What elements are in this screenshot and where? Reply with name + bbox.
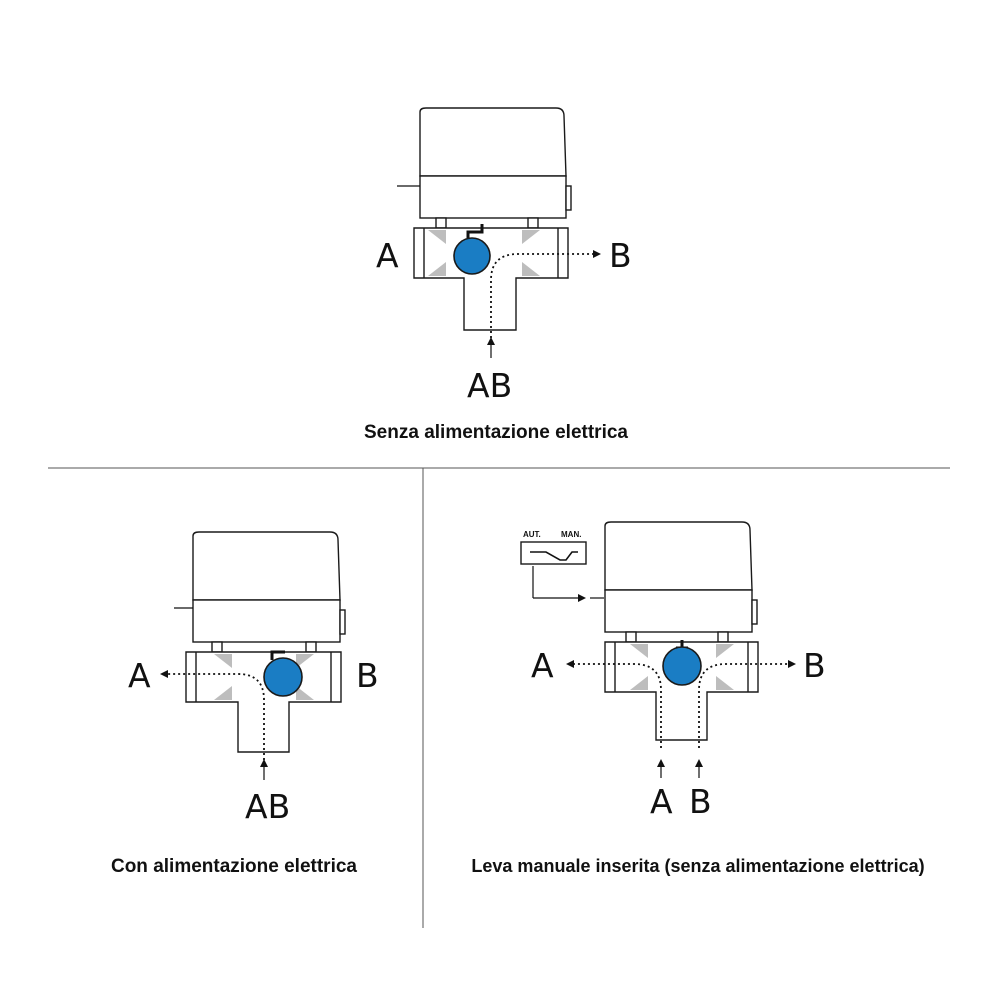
valve-bottom-right: AUT. MAN.: [471, 521, 925, 876]
port-label-ab: AB: [467, 366, 512, 405]
seat: [214, 654, 232, 668]
port-label-b: B: [803, 646, 826, 685]
seat: [630, 644, 648, 658]
seat: [522, 230, 540, 244]
actuator-top: [397, 107, 572, 229]
seat: [214, 686, 232, 700]
valve-body-top: [413, 227, 569, 331]
lever-switch-box: [520, 541, 587, 565]
port-label-b: B: [356, 656, 379, 695]
valve-bottom-left: A B AB Con alimentazione elettrica: [111, 531, 379, 877]
seat: [716, 676, 734, 690]
caption-bottom-right: Leva manuale inserita (senza alimentazio…: [471, 856, 924, 876]
flow-path-ab-to-b: [490, 253, 595, 338]
lever-label-aut: AUT.: [523, 530, 541, 539]
ball-valve: [662, 646, 702, 686]
lever-label-man: MAN.: [561, 530, 581, 539]
port-label-a: A: [128, 656, 151, 695]
seat: [428, 262, 446, 276]
valve-top: A B AB Senza alimentazione elettrica: [364, 107, 632, 443]
seat: [522, 262, 540, 276]
flow-path-to-b: [698, 663, 790, 748]
actuator-bottom-left: [174, 531, 346, 653]
seat: [630, 676, 648, 690]
flow-path-to-a: [572, 663, 662, 748]
actuator-bottom-right: [604, 521, 758, 643]
seat: [716, 644, 734, 658]
caption-bottom-left: Con alimentazione elettrica: [111, 856, 357, 877]
seat: [428, 230, 446, 244]
seat: [296, 686, 314, 700]
port-label-a: A: [531, 646, 554, 685]
ball-valve: [453, 237, 491, 275]
port-label-a: A: [376, 236, 399, 275]
port-label-a-bottom: A: [650, 782, 673, 821]
caption-top: Senza alimentazione elettrica: [364, 422, 628, 443]
valve-body-bottom-right: [604, 641, 759, 741]
manual-lever-inset: AUT. MAN.: [520, 530, 604, 602]
port-label-ab: AB: [245, 787, 290, 826]
ball-valve: [263, 657, 303, 697]
flow-path-ab-to-a: [166, 673, 265, 760]
valve-body-bottom-left: [185, 651, 342, 753]
port-label-b-bottom: B: [689, 782, 712, 821]
port-label-b: B: [609, 236, 632, 275]
seat: [296, 654, 314, 668]
